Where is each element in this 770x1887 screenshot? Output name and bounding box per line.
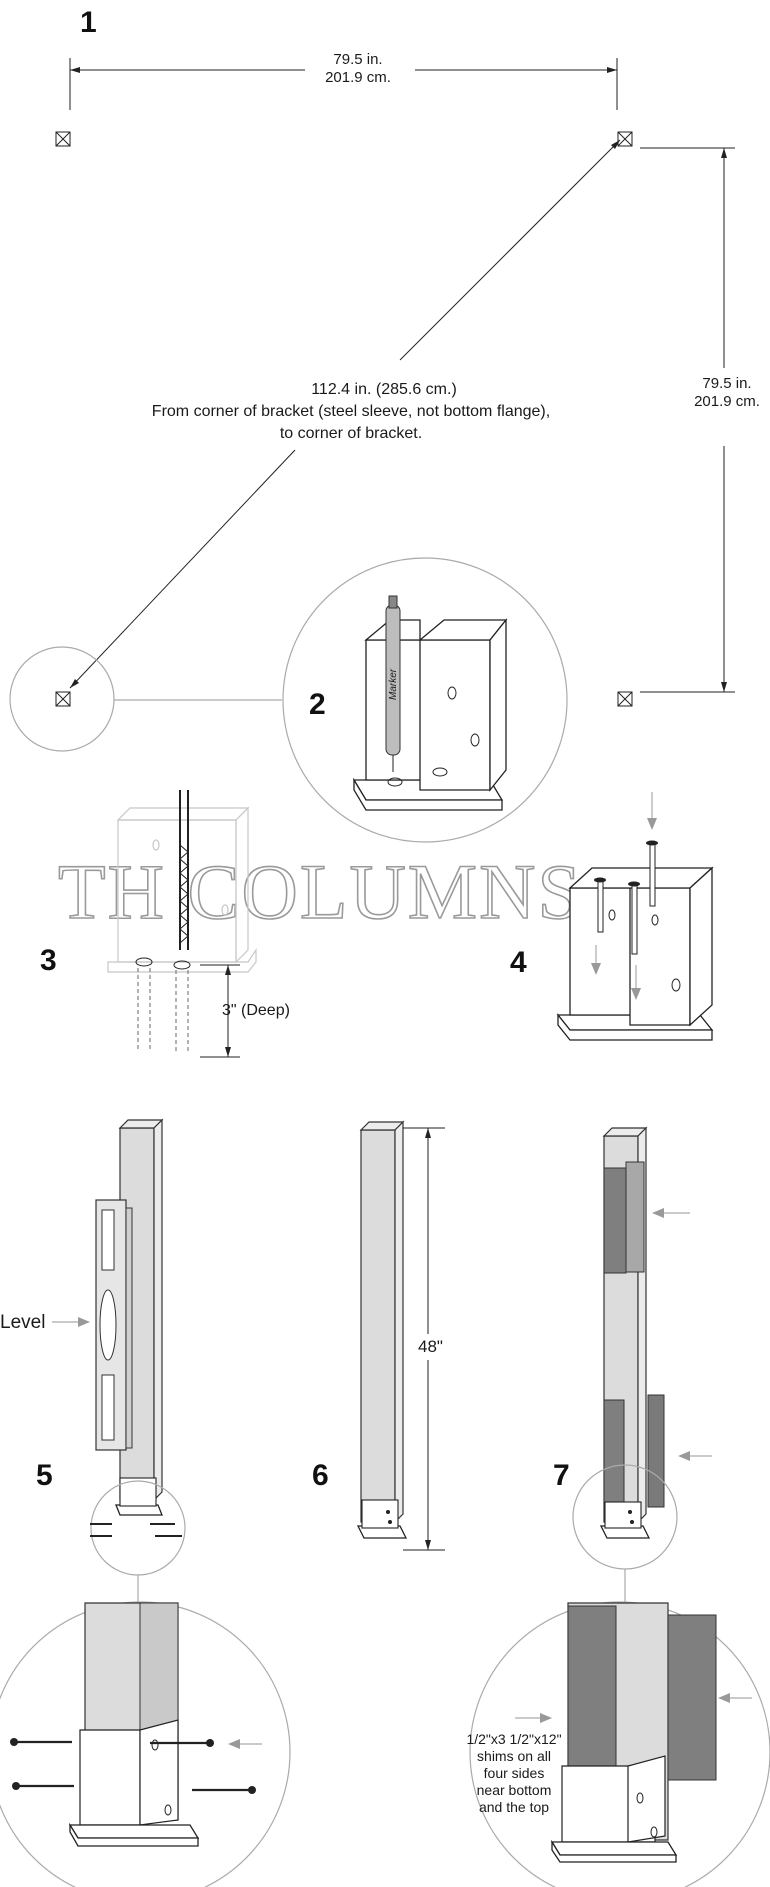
shim-note-line-2: shims on all bbox=[477, 1748, 551, 1764]
watermark: TH COLUMNS bbox=[58, 848, 583, 935]
height-dimension: 48" bbox=[418, 1337, 443, 1356]
step-2-number: 2 bbox=[309, 688, 326, 721]
step-6-post-height: 6 48" bbox=[312, 1120, 446, 1551]
step-7-shims: 7 bbox=[553, 1126, 712, 1603]
step-4-anchor-bolts: 4 bbox=[510, 792, 714, 1041]
corner-marker-top-left bbox=[55, 131, 71, 147]
marker-pen: Marker bbox=[385, 595, 401, 772]
step-5-detail bbox=[0, 1601, 291, 1887]
marker-label: Marker bbox=[388, 668, 399, 700]
diagonal-note-line-1: From corner of bracket (steel sleeve, no… bbox=[152, 403, 550, 420]
step-2-mark-holes: 2 Marker bbox=[282, 557, 568, 843]
callout-circle-small bbox=[9, 646, 115, 752]
shim-note-line-5: and the top bbox=[479, 1799, 549, 1815]
step-1-number: 1 bbox=[80, 6, 97, 39]
step-7-detail: 1/2"x3 1/2"x12" shims on all four sides … bbox=[466, 1601, 770, 1887]
step-7-number: 7 bbox=[553, 1459, 570, 1492]
level-tool bbox=[95, 1199, 133, 1451]
step-5-level-post: 5 Level bbox=[0, 1118, 186, 1603]
diagonal-dimension: 112.4 in. (285.6 cm.) bbox=[311, 381, 457, 398]
level-label: Level bbox=[0, 1312, 45, 1333]
step-5-number: 5 bbox=[36, 1459, 53, 1492]
shim-note-line-3: four sides bbox=[484, 1765, 545, 1781]
depth-dimension: 3" (Deep) bbox=[222, 1002, 290, 1019]
corner-marker-top-right bbox=[617, 131, 633, 147]
step-4-number: 4 bbox=[510, 946, 527, 979]
top-dimension-inches: 79.5 in. bbox=[333, 51, 382, 68]
corner-marker-bottom-right bbox=[617, 691, 633, 707]
shim-note-line-1: 1/2"x3 1/2"x12" bbox=[466, 1731, 561, 1747]
right-dimension-inches: 79.5 in. bbox=[702, 375, 751, 392]
callout-circle-large bbox=[282, 557, 568, 843]
right-dimension-cm: 201.9 cm. bbox=[694, 393, 760, 410]
step-3-number: 3 bbox=[40, 944, 57, 977]
step-3-drill: 3 3" (Deep) bbox=[40, 790, 290, 1058]
diagonal-note-line-2: to corner of bracket. bbox=[280, 425, 422, 442]
top-dimension-cm: 201.9 cm. bbox=[325, 69, 391, 86]
step-6-number: 6 bbox=[312, 1459, 329, 1492]
step-1-layout: 1 79.5 in. 201.9 cm. bbox=[9, 6, 770, 752]
shim-note-line-4: near bottom bbox=[477, 1782, 552, 1798]
corner-marker-bottom-left bbox=[55, 691, 71, 707]
